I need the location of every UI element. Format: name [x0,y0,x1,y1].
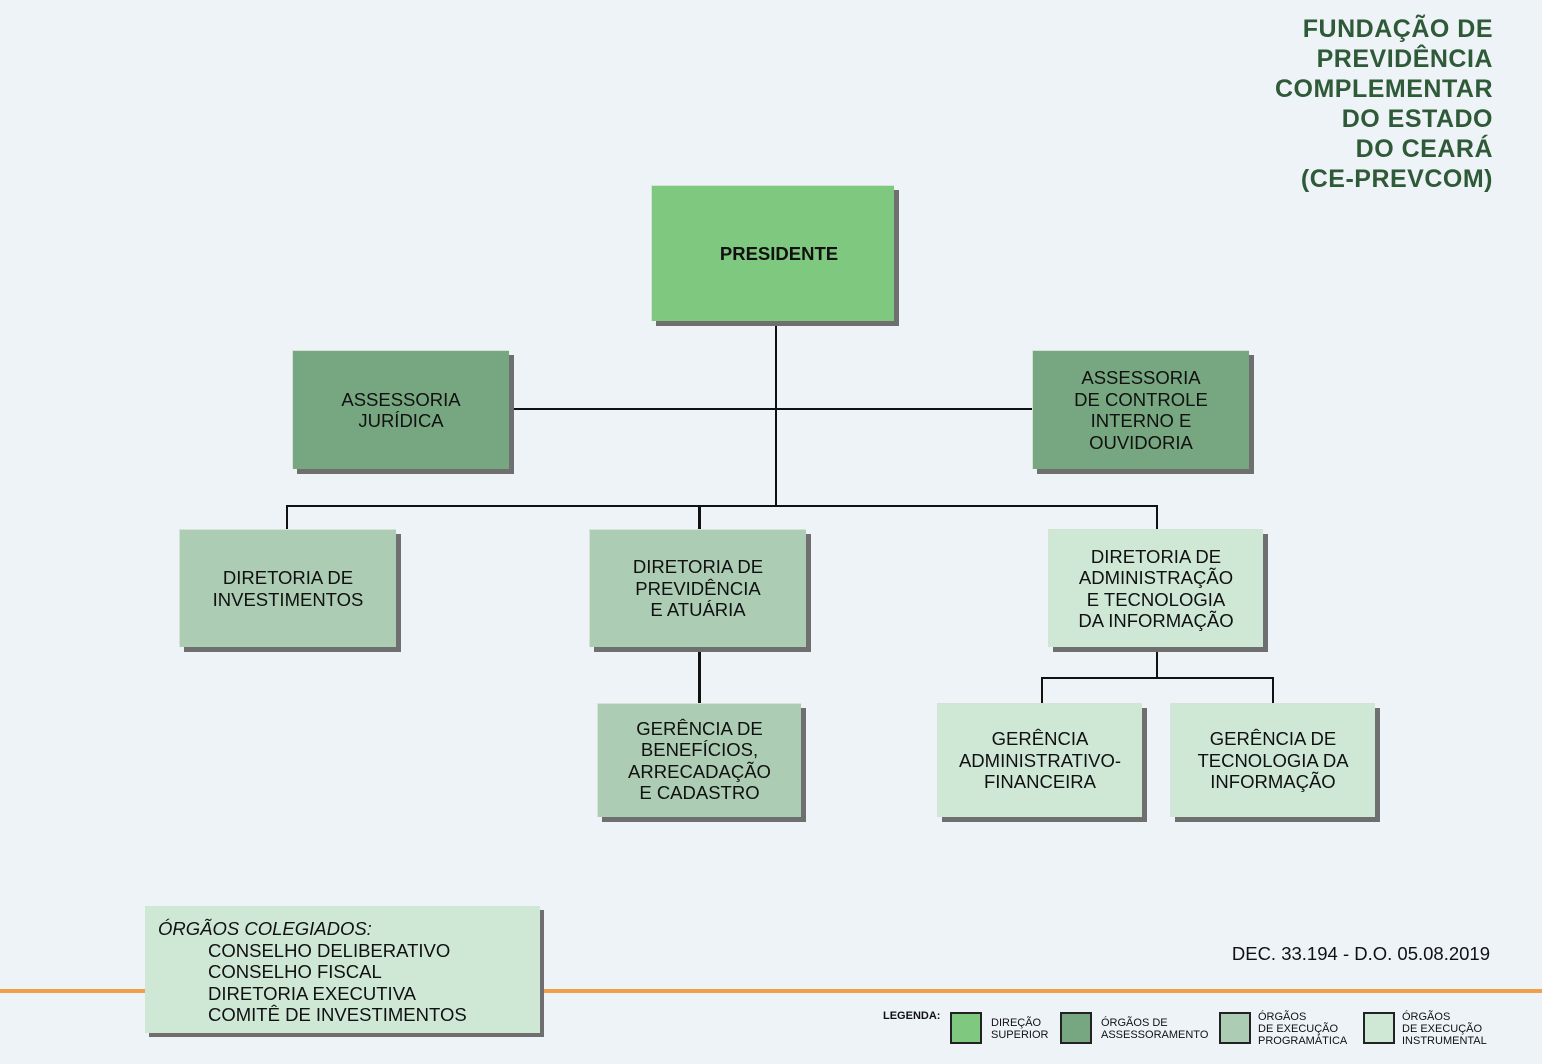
node-gerencia-beneficios: GERÊNCIA DE BENEFÍCIOS, ARRECADAÇÃO E CA… [597,703,801,817]
connector-line [286,505,1158,507]
legend-text: ÓRGÃOS DE EXECUÇÃO PROGRAMÁTICA [1258,1011,1348,1047]
colegiados-item: COMITÊ DE INVESTIMENTOS [208,1004,467,1025]
title-line: COMPLEMENTAR [1274,75,1493,103]
legend-text: DIREÇÃO SUPERIOR [991,1017,1049,1041]
decree-reference: DEC. 33.194 - D.O. 05.08.2019 [1231,943,1490,964]
node-assessoria-juridica: ASSESSORIA JURÍDICA [292,350,509,469]
connector-line [1041,677,1043,704]
legend-swatch-execucao-instrumental [1363,1012,1395,1044]
title-line: PREVIDÊNCIA [1316,45,1493,73]
connector-line [286,505,288,530]
node-gerencia-tecnologia: GERÊNCIA DE TECNOLOGIA DA INFORMAÇÃO [1170,703,1375,817]
node-diretoria-investimentos: DIRETORIA DE INVESTIMENTOS [179,529,396,647]
connector-line [1156,648,1158,678]
node-diretoria-previdencia: DIRETORIA DE PREVIDÊNCIA E ATUÁRIA [589,529,806,647]
title-line: FUNDAÇÃO DE [1302,15,1493,43]
legend-swatch-execucao-programatica [1219,1012,1251,1044]
colegiados-item: CONSELHO DELIBERATIVO [208,939,451,961]
title-line: DO CEARÁ [1355,135,1493,163]
legend-label: LEGENDA: [883,1010,941,1022]
orgaos-colegiados-box: ÓRGÃOS COLEGIADOS: CONSELHO DELIBERATIVO… [145,906,540,1033]
connector-line [1272,677,1274,704]
connector-line [510,408,1034,410]
legend-text: ÓRGÃOS DE ASSESSORAMENTO [1101,1017,1209,1041]
organization-title: FUNDAÇÃO DE PREVIDÊNCIA COMPLEMENTAR DO … [1275,14,1493,194]
node-presidente: PRESIDENTE [651,185,894,321]
node-assessoria-controle-interno: ASSESSORIA DE CONTROLE INTERNO E OUVIDOR… [1032,350,1249,469]
connector-line [698,648,701,704]
colegiados-item: CONSELHO FISCAL [208,961,382,982]
footer-divider [0,989,1542,993]
legend-swatch-direcao-superior [950,1012,982,1044]
connector-line [1156,505,1158,530]
title-line: DO ESTADO [1341,105,1493,133]
connector-line [698,505,701,530]
colegiados-heading: ÓRGÃOS COLEGIADOS: [158,918,372,939]
legend-swatch-assessoramento [1060,1012,1092,1044]
connector-line [1041,677,1274,679]
connector-line [775,322,777,507]
node-gerencia-administrativo-financeira: GERÊNCIA ADMINISTRATIVO- FINANCEIRA [937,703,1142,817]
title-line: (CE-PREVCOM) [1300,165,1493,193]
legend-text: ÓRGÃOS DE EXECUÇÃO INSTRUMENTAL [1402,1011,1487,1047]
node-diretoria-administracao: DIRETORIA DE ADMINISTRAÇÃO E TECNOLOGIA … [1048,529,1263,647]
colegiados-item: DIRETORIA EXECUTIVA [208,982,416,1004]
